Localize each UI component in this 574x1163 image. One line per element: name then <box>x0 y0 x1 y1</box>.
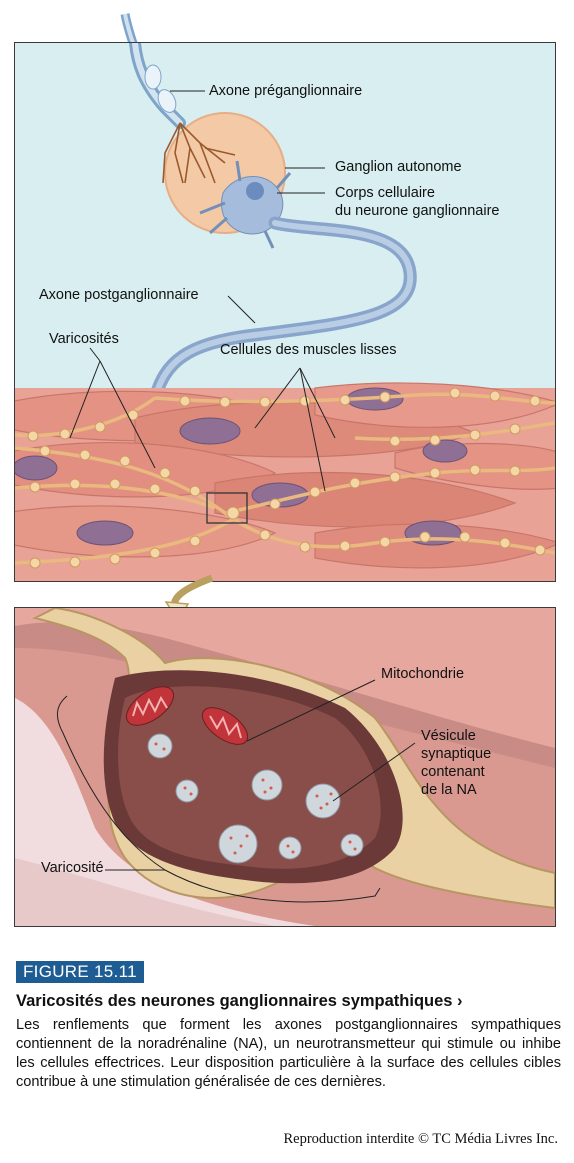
synaptic-vesicles <box>147 733 364 864</box>
caption-title: Varicosités des neurones ganglionnaires … <box>16 992 463 1010</box>
varicosities <box>27 387 546 569</box>
label-axone-preganglionnaire: Axone préganglionnaire <box>209 83 363 99</box>
ganglion-neuron-cell-body <box>199 160 292 249</box>
label-ganglion-autonome: Ganglion autonome <box>335 159 462 175</box>
label-neurone-ganglionnaire: du neurone ganglionnaire <box>335 203 500 219</box>
label-varicosites: Varicosités <box>49 331 119 347</box>
top-panel-illustration: Axone préganglionnaire Ganglion autonome… <box>14 42 556 582</box>
caption-body: Les renflements que forment les axones p… <box>16 1017 561 1090</box>
copyright-notice: Reproduction interdite © TC Média Livres… <box>283 1131 558 1147</box>
preganglionic-axon <box>129 43 186 129</box>
bottom-leader-lines <box>57 679 416 903</box>
varicosity-closeup-illustration <box>15 608 555 926</box>
label-axone-postganglionnaire: Axone postganglionnaire <box>39 287 199 303</box>
axon-terminal-branches <box>162 122 236 184</box>
neuron-muscle-illustration <box>15 43 555 581</box>
label-mitochondrie: Mitochondrie <box>381 666 465 682</box>
label-synaptique: synaptique <box>421 746 492 762</box>
label-contenant: contenant <box>421 764 485 780</box>
bottom-panel-illustration: Mitochondrie Vésicule synaptique contena… <box>14 607 556 927</box>
label-de-la-na: de la NA <box>421 782 477 798</box>
vesicle-na-dots <box>154 742 357 855</box>
label-varicosite: Varicosité <box>41 860 104 876</box>
leader-lines <box>69 90 336 492</box>
postganglionic-axon <box>148 216 417 405</box>
mitochondria <box>125 686 249 745</box>
figure-number-badge: FIGURE 15.11 <box>16 961 144 983</box>
label-corps-cellulaire: Corps cellulaire <box>335 185 435 201</box>
label-vesicule: Vésicule <box>421 728 476 744</box>
zoom-box <box>206 492 248 524</box>
label-cellules-muscles-lisses: Cellules des muscles lisses <box>220 342 397 358</box>
